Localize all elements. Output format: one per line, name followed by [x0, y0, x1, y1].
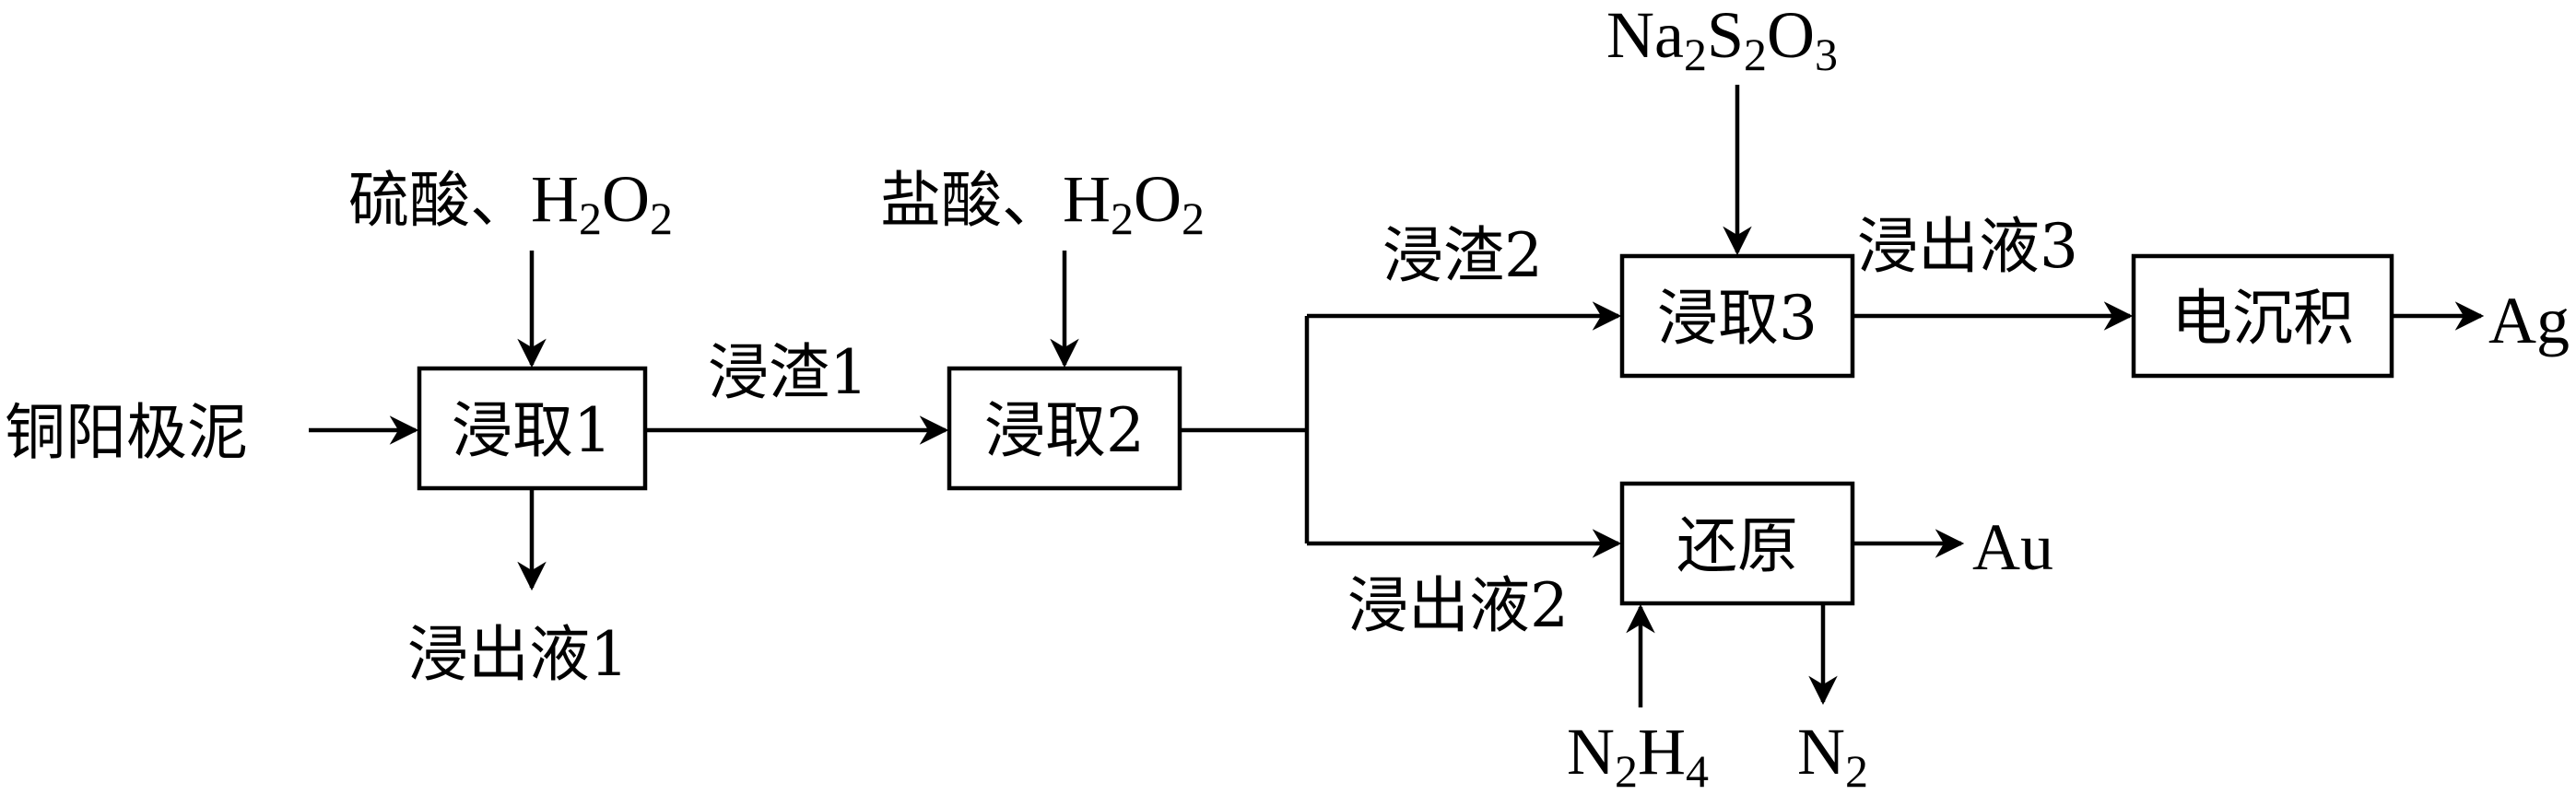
reduce-label: 还原 — [1676, 510, 1798, 581]
residue1-label: 浸渣1 — [708, 337, 868, 408]
leach3-box — [1619, 253, 1855, 379]
leach1-box — [417, 366, 648, 491]
leach2-box — [947, 366, 1182, 491]
reagent2-label: 盐酸、H2O2 — [880, 162, 1205, 244]
leach2-label: 浸取2 — [984, 395, 1145, 466]
start-label: 铜阳极泥 — [5, 397, 248, 468]
filtrate2-label: 浸出液2 — [1347, 570, 1569, 641]
n2h4-label: N2H4 — [1567, 715, 1709, 797]
ag-label: Ag — [2488, 284, 2570, 357]
filtrate3-label: 浸出液3 — [1857, 211, 2078, 282]
na2s2o3-label: Na2S2O3 — [1606, 0, 1838, 80]
filtrate1-label: 浸出液1 — [407, 619, 629, 690]
reagent1-label: 硫酸、H2O2 — [348, 162, 673, 244]
n2-label: N2 — [1797, 715, 1868, 797]
leach1-label: 浸取1 — [452, 395, 612, 466]
reduce-box — [1619, 481, 1855, 606]
leach3-label: 浸取3 — [1657, 283, 1817, 354]
electro-label: 电沉积 — [2171, 283, 2354, 354]
residue2-label: 浸渣2 — [1382, 220, 1543, 291]
au-label: Au — [1972, 510, 2053, 584]
